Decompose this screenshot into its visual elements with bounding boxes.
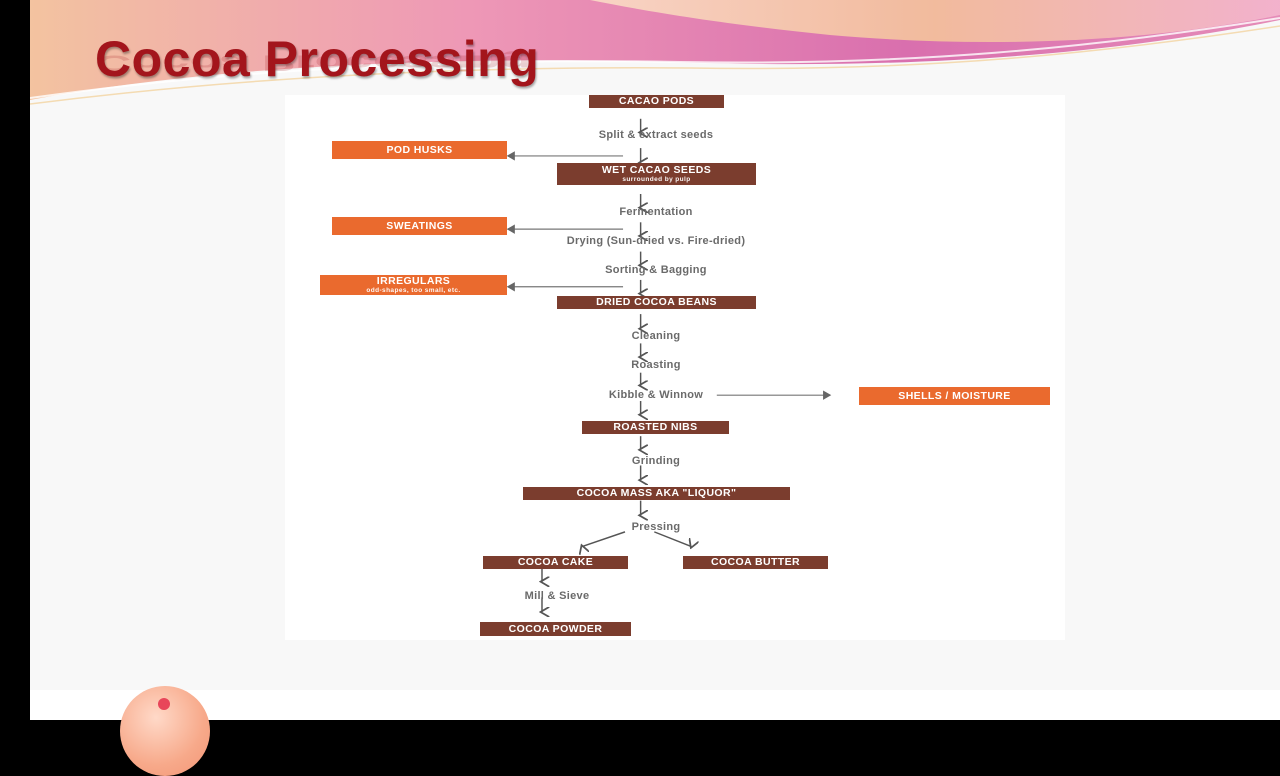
step-pressing: Pressing [631,521,681,533]
node-cocoa-cake: COCOA CAKE [483,556,628,569]
step-roasting: Roasting [631,359,681,371]
node-cocoa-butter: COCOA BUTTER [683,556,828,569]
byproduct-pod-husks: POD HUSKS [332,141,507,159]
step-grinding: Grinding [631,455,681,467]
decorative-banner [30,0,1280,105]
node-wet-cacao-seeds-sub: surrounded by pulp [622,176,691,183]
byproduct-irregulars: IRREGULARS odd-shapes, too small, etc. [320,275,507,295]
step-fermentation: Fermentation [619,206,693,218]
step-sorting-bagging: Sorting & Bagging [605,264,707,276]
slide: Cocoa Processing Cocoa Processing [30,0,1280,720]
slide-title: Cocoa Processing [95,31,540,87]
footer-strip [30,690,1280,720]
byproduct-irregulars-sub: odd-shapes, too small, etc. [366,287,461,294]
flowchart-panel [285,95,1065,640]
step-mill-sieve: Mill & Sieve [524,590,590,602]
step-cleaning: Cleaning [631,330,681,342]
byproduct-shells-moisture: SHELLS / MOISTURE [859,387,1050,405]
node-cocoa-mass: COCOA MASS aka "LIQUOR" [523,487,790,500]
step-drying: Drying (Sun-dried vs. Fire-dried) [566,235,746,247]
decorative-dot [158,698,170,710]
node-wet-cacao-seeds: WET CACAO SEEDS surrounded by pulp [557,163,756,185]
step-split-extract: Split & extract seeds [598,129,714,141]
node-cocoa-powder: COCOA POWDER [480,622,631,636]
node-dried-cocoa-beans: DRIED COCOA BEANS [557,296,756,309]
node-roasted-nibs: ROASTED NIBS [582,421,729,434]
node-cacao-pods: CACAO PODS [589,95,724,108]
step-kibble-winnow: Kibble & Winnow [608,389,704,401]
byproduct-sweatings: SWEATINGS [332,217,507,235]
